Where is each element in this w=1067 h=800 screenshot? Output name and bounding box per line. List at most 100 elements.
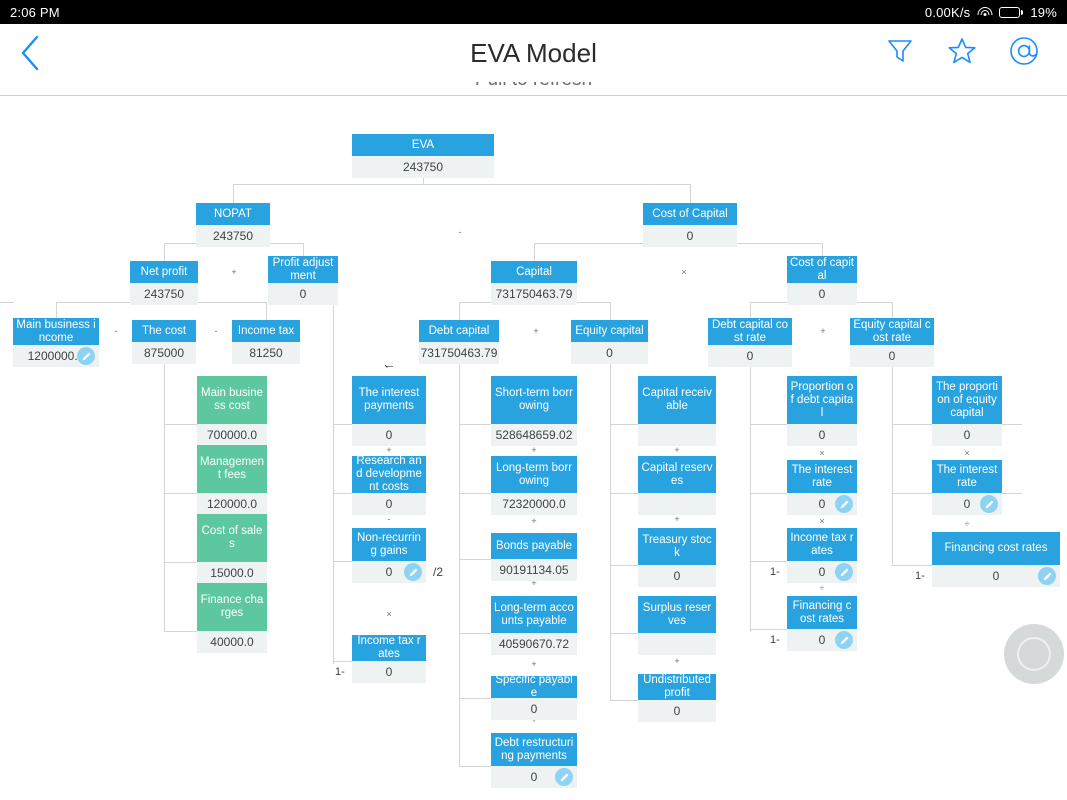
mention-button[interactable]: [1007, 36, 1041, 70]
record-button[interactable]: [1004, 624, 1064, 684]
node-value[interactable]: 0/2: [352, 561, 443, 583]
node-value[interactable]: 0: [932, 424, 1002, 446]
node-value[interactable]: 875000: [132, 342, 196, 364]
tree-node-capital_recv[interactable]: Capital receivable0: [638, 376, 716, 446]
node-label: Capital reserves: [638, 456, 716, 493]
node-value[interactable]: 0: [708, 345, 792, 367]
node-value[interactable]: 0: [352, 493, 426, 515]
node-value[interactable]: 731750463.79: [419, 342, 499, 364]
node-value[interactable]: 0: [787, 283, 857, 305]
filter-button[interactable]: [883, 36, 917, 70]
eva-model-tree[interactable]: -+×--++++++-×+++++++++××÷×÷⇐⇐EVA243750NO…: [0, 96, 1067, 800]
tree-node-capital_res[interactable]: Capital reserves0: [638, 456, 716, 515]
node-value[interactable]: 0: [638, 633, 716, 655]
node-value[interactable]: 40590670.72: [491, 633, 577, 655]
node-value[interactable]: 1200000.0: [13, 345, 99, 367]
node-value[interactable]: 40000.0: [197, 631, 267, 653]
pull-to-refresh-hint: Pull to refresh: [0, 82, 1067, 96]
node-value[interactable]: 81250: [232, 342, 300, 364]
edit-pencil-icon[interactable]: [1038, 567, 1056, 585]
node-value[interactable]: 0: [638, 565, 716, 587]
node-value[interactable]: 0: [491, 698, 577, 720]
node-value[interactable]: 15000.0: [197, 562, 267, 584]
edit-pencil-icon[interactable]: [980, 495, 998, 513]
connector-line: [534, 243, 535, 261]
node-value[interactable]: 0: [643, 225, 737, 247]
node-value[interactable]: 0: [787, 424, 857, 446]
node-value[interactable]: 90191134.05: [491, 559, 577, 581]
operator-symbol: -: [387, 514, 391, 524]
edit-pencil-icon[interactable]: [77, 347, 95, 365]
node-value[interactable]: 0: [850, 345, 934, 367]
node-value[interactable]: 528648659.02: [491, 424, 577, 446]
node-value[interactable]: 0: [571, 342, 648, 364]
node-value[interactable]: 243750: [352, 156, 494, 178]
back-button[interactable]: [0, 34, 60, 72]
node-value[interactable]: 0: [638, 700, 716, 722]
node-label: Capital: [491, 261, 577, 283]
edit-pencil-icon[interactable]: [835, 563, 853, 581]
edit-pencil-icon[interactable]: [555, 768, 573, 786]
connector-line: [164, 424, 198, 425]
node-value[interactable]: 731750463.79: [491, 283, 577, 305]
tree-node-surplus_res[interactable]: Surplus reserves0: [638, 596, 716, 655]
edit-pencil-icon[interactable]: [835, 631, 853, 649]
node-value[interactable]: 0: [352, 424, 426, 446]
node-value[interactable]: 0: [638, 493, 716, 515]
edit-pencil-icon[interactable]: [404, 563, 422, 581]
node-value[interactable]: 0: [787, 493, 857, 515]
node-value[interactable]: 700000.0: [197, 424, 267, 446]
favorite-button[interactable]: [945, 36, 979, 70]
node-value[interactable]: 72320000.0: [491, 493, 577, 515]
node-value[interactable]: 120000.0: [197, 493, 267, 515]
node-value[interactable]: 0: [638, 424, 716, 446]
node-value[interactable]: 0: [932, 493, 1002, 515]
node-value[interactable]: 0: [268, 283, 338, 305]
edit-pencil-icon[interactable]: [835, 495, 853, 513]
node-value[interactable]: 243750: [196, 225, 270, 247]
node-value[interactable]: 243750: [130, 283, 198, 305]
node-value[interactable]: 0: [491, 766, 577, 788]
